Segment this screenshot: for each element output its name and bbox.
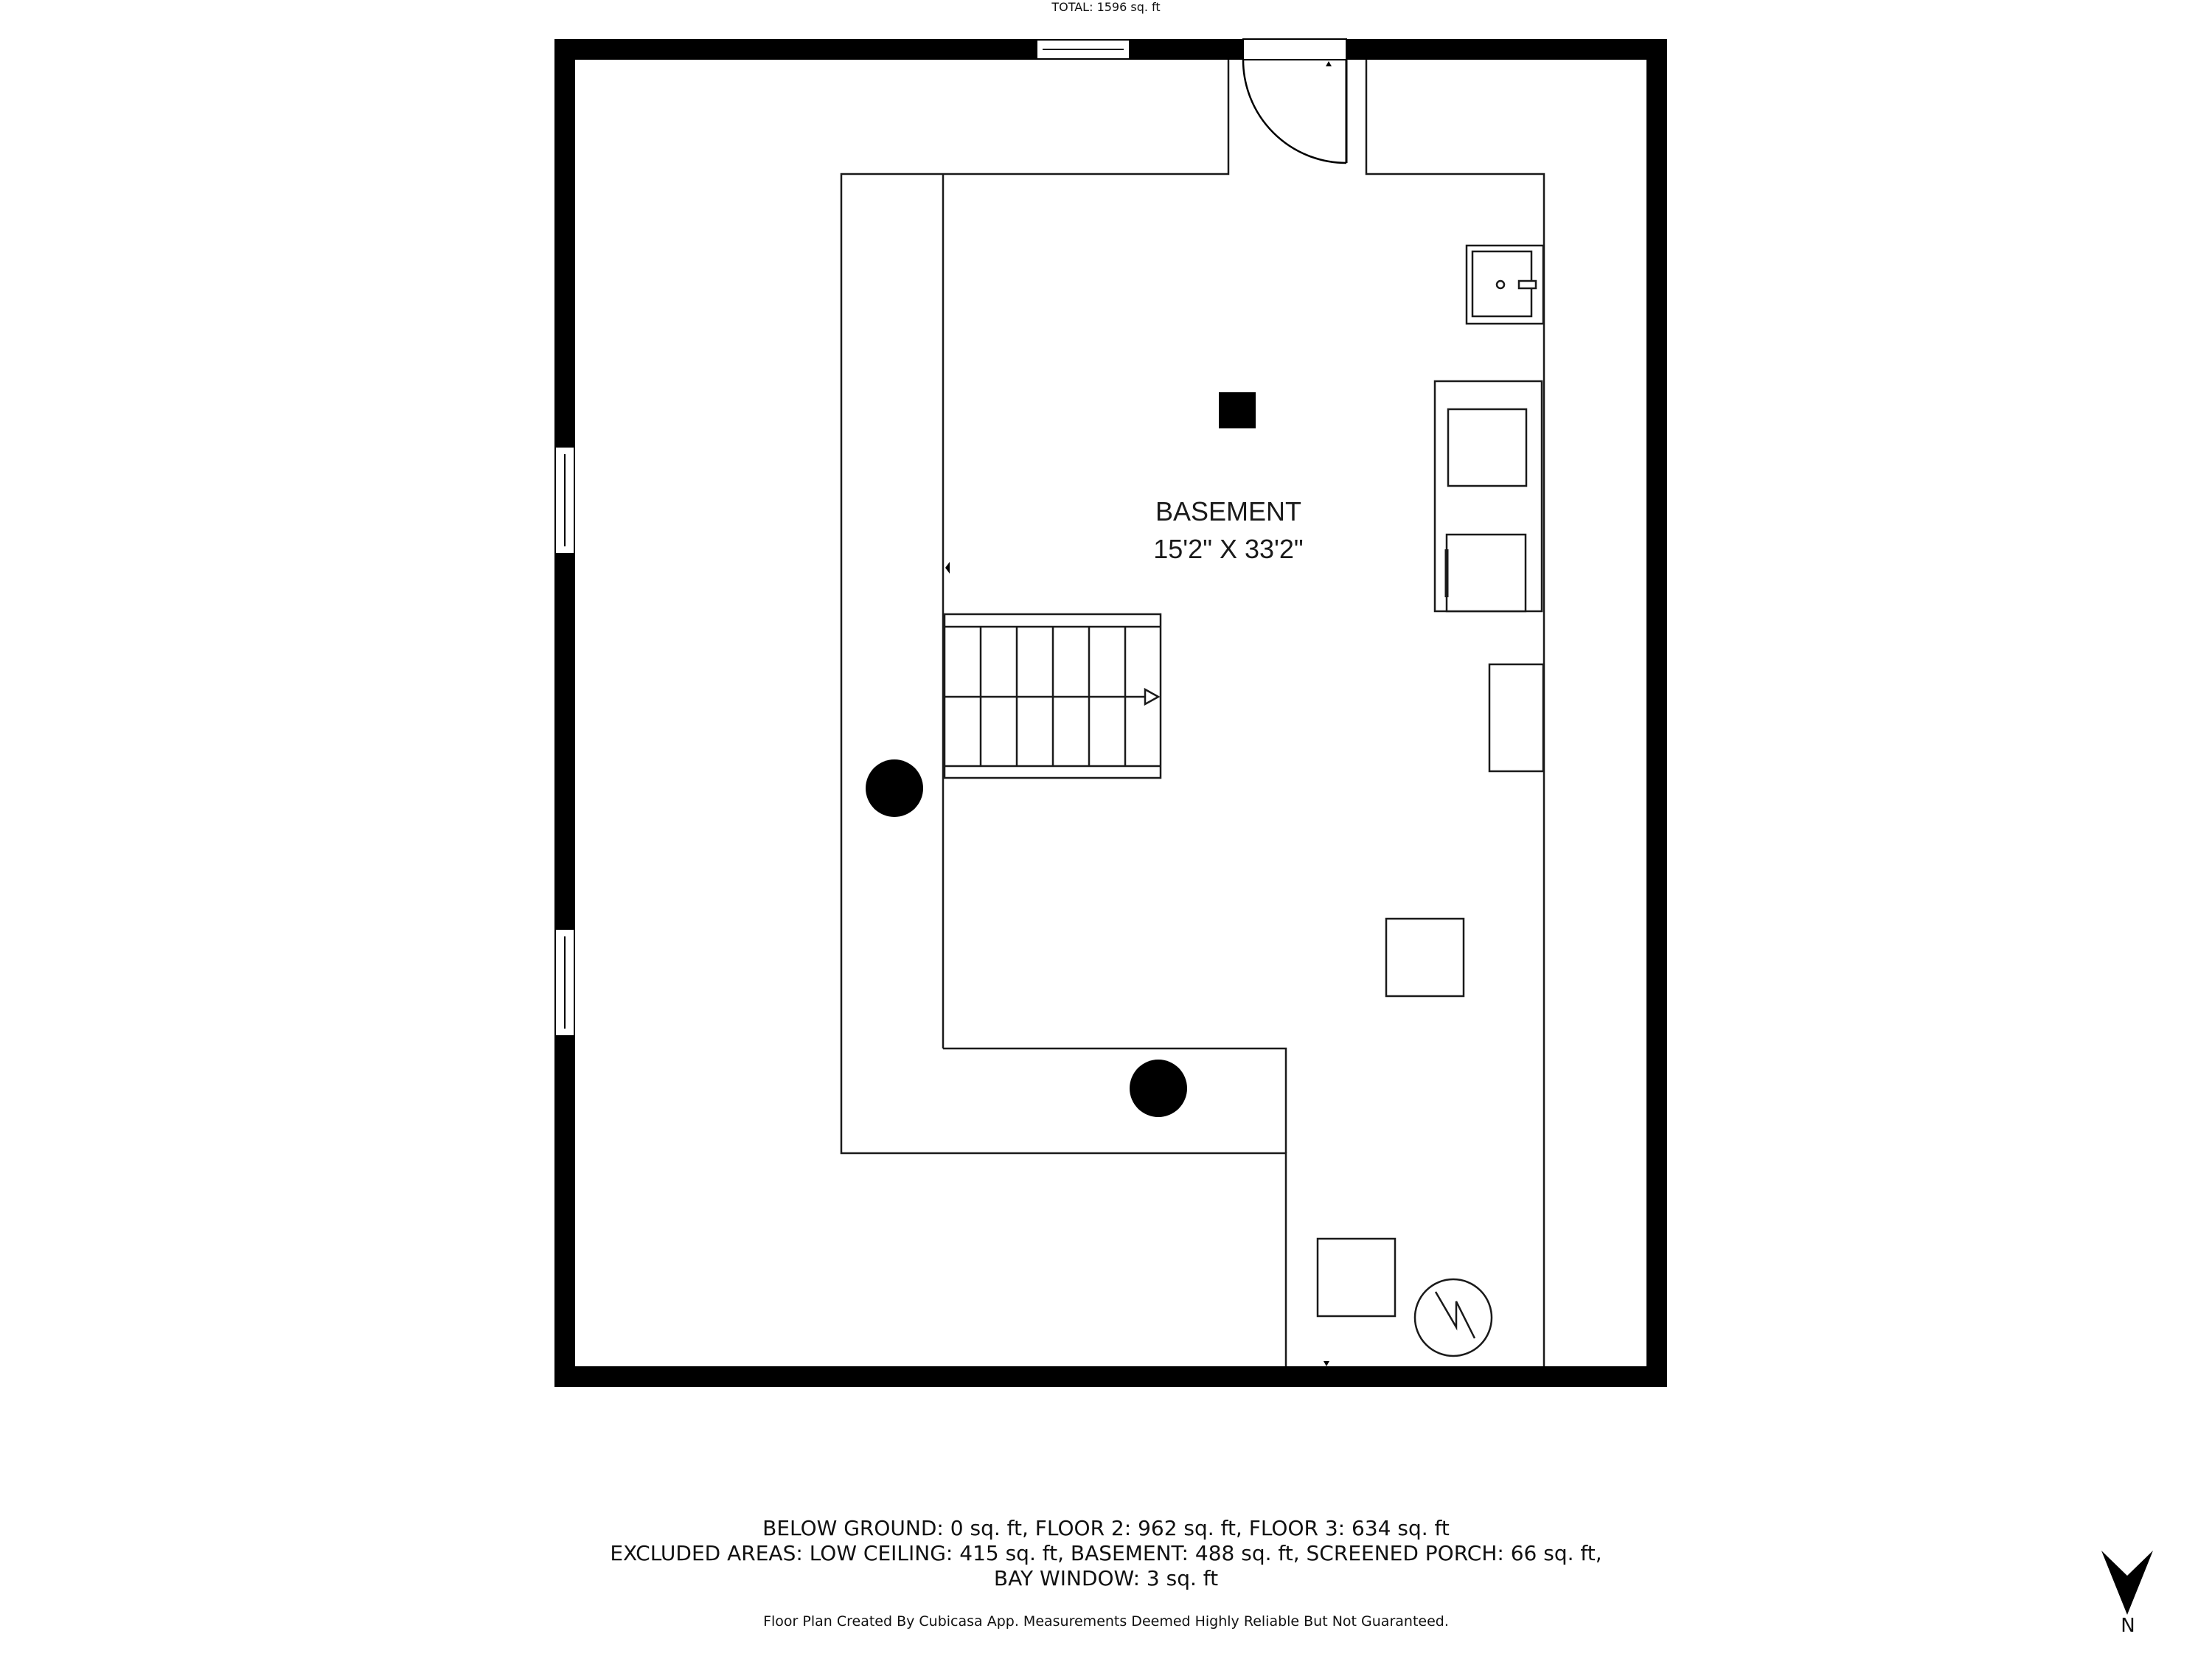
area-breakdown-line-2: EXCLUDED AREAS: LOW CEILING: 415 sq. ft,…	[610, 1541, 1602, 1565]
round-column-bottom	[1130, 1060, 1187, 1117]
furnace-box	[1316, 1237, 1397, 1318]
water-heater-icon	[1413, 1278, 1493, 1357]
wall-right	[1646, 39, 1667, 1387]
wall-bottom	[554, 1366, 1667, 1387]
area-breakdown-line-3: BAY WINDOW: 3 sq. ft	[993, 1566, 1219, 1590]
utility-box	[1385, 917, 1465, 998]
north-arrow-icon	[2101, 1551, 2153, 1615]
exterior-walls	[554, 39, 1667, 1387]
door-marker	[1326, 61, 1332, 66]
sink-icon	[1465, 244, 1545, 325]
stair-direction-icon	[1144, 687, 1161, 706]
windows	[554, 39, 1130, 1037]
total-area: TOTAL: 1596 sq. ft	[1051, 0, 1161, 14]
wall-left	[554, 39, 575, 1387]
area-breakdown-line-1: BELOW GROUND: 0 sq. ft, FLOOR 2: 962 sq.…	[762, 1516, 1450, 1540]
square-column	[1219, 392, 1256, 428]
entry-door	[1242, 38, 1348, 164]
room-dimensions: 15'2" X 33'2"	[1153, 534, 1303, 564]
cabinet-right	[1488, 663, 1545, 773]
washer-dryer-icon	[1433, 380, 1543, 613]
staircase	[943, 613, 1162, 779]
north-label: N	[2121, 1615, 2135, 1637]
round-column-left	[866, 759, 923, 817]
credit-text: Floor Plan Created By Cubicasa App. Meas…	[763, 1613, 1449, 1630]
room-name: BASEMENT	[1155, 496, 1301, 526]
